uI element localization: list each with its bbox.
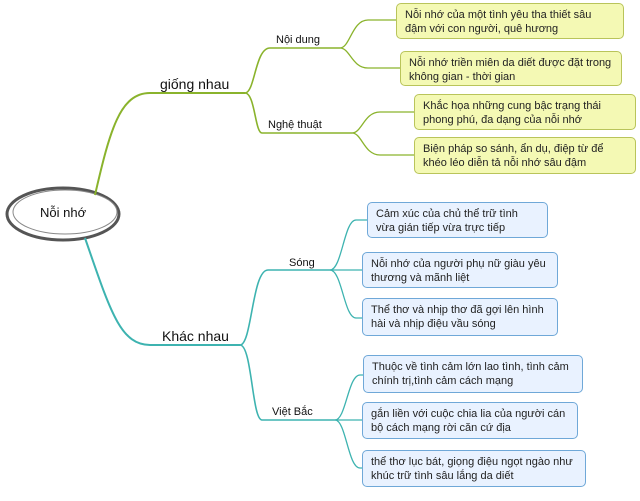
connector-item-2 xyxy=(339,47,400,69)
connector-noi-dung xyxy=(244,47,340,94)
connector-song xyxy=(239,269,330,346)
item-box: Biện pháp so sánh, ẩn dụ, điệp từ để khé… xyxy=(414,137,636,174)
item-box: Nỗi nhớ của một tình yêu tha thiết sâu đ… xyxy=(396,3,624,39)
branch-label-khac-nhau: Khác nhau xyxy=(162,328,229,344)
item-box: gắn liền với cuộc chia lia của người cán… xyxy=(362,402,578,439)
connector-item-8 xyxy=(334,374,363,421)
item-box: Nỗi nhớ của người phụ nữ giàu yêu thương… xyxy=(362,252,558,288)
root-label: Nỗi nhớ xyxy=(40,205,87,220)
sub-label-song: Sóng xyxy=(289,257,315,269)
connector-item-10 xyxy=(334,419,362,469)
item-box: Nỗi nhớ triền miên da diết được đặt tron… xyxy=(400,51,622,86)
connector-item-5 xyxy=(329,219,367,271)
root-ring-outer xyxy=(5,186,121,242)
sub-label-nghe-thuat: Nghệ thuật xyxy=(268,119,322,131)
connector-viet-bac xyxy=(239,344,335,421)
item-box: thể thơ lục bát, giọng điệu ngọt ngào nh… xyxy=(362,450,586,487)
root-ring-inner xyxy=(12,189,118,235)
sub-label-noi-dung: Nội dung xyxy=(276,34,321,46)
connector-item-7 xyxy=(329,269,362,319)
connector-root-giong-nhau xyxy=(94,92,245,196)
connector-nghe-thuat xyxy=(244,92,352,134)
sub-label-viet-bac: Việt Bắc xyxy=(272,406,313,418)
item-box: Cảm xúc của chủ thể trữ tình vừa gián ti… xyxy=(367,202,548,238)
connector-item-4 xyxy=(351,132,414,156)
branch-label-giong-nhau: giống nhau xyxy=(160,76,230,92)
connector-root-khac-nhau xyxy=(84,237,240,346)
item-box: Thuộc về tình cảm lớn lao tình, tình cảm… xyxy=(363,355,583,393)
item-box: Thể thơ và nhịp thơ đã gợi lên hình hài … xyxy=(362,298,558,336)
item-box: Khắc họa những cung bậc trạng thái phong… xyxy=(414,94,636,130)
connector-item-3 xyxy=(351,111,414,134)
connector-item-1 xyxy=(339,19,396,49)
